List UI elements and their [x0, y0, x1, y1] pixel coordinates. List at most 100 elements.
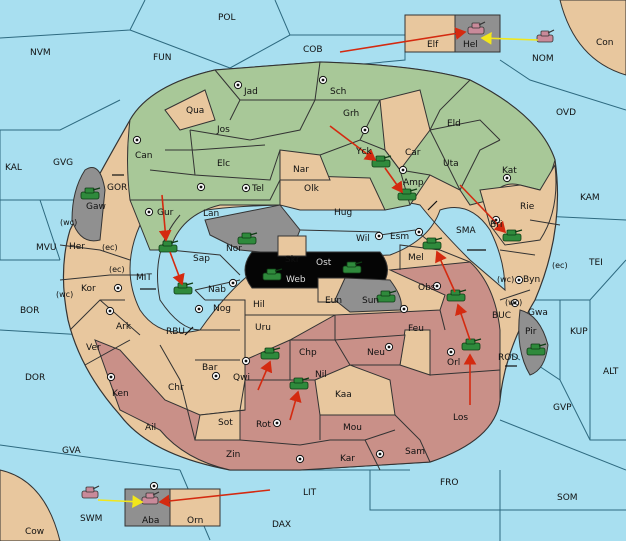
- svg-text:Jos: Jos: [216, 125, 230, 135]
- passages: [112, 174, 517, 367]
- sea-gvg: GVG: [53, 158, 73, 168]
- province-car[interactable]: [379, 89, 431, 171]
- province-nar-olk[interactable]: [279, 149, 331, 181]
- svg-text:Kat: Kat: [502, 166, 517, 176]
- svg-text:Sot: Sot: [218, 418, 233, 428]
- svg-text:Amp: Amp: [403, 178, 424, 188]
- svg-text:(ec): (ec): [552, 261, 568, 270]
- svg-text:Hil: Hil: [253, 300, 265, 310]
- sea-labels: POL NVM FUN COB OVD KAM KAL GVG MVU BOR …: [5, 13, 619, 537]
- svg-text:Nar: Nar: [293, 165, 309, 175]
- sea-kup: KUP: [570, 327, 588, 337]
- svg-text:Hel: Hel: [463, 40, 478, 50]
- sea-lit: LIT: [303, 488, 317, 498]
- svg-text:Bri: Bri: [490, 220, 502, 230]
- svg-text:Wil: Wil: [356, 234, 370, 244]
- svg-text:Nog: Nog: [213, 304, 231, 314]
- svg-text:Esm: Esm: [390, 232, 409, 242]
- svg-text:Sap: Sap: [193, 254, 210, 264]
- svg-text:Lan: Lan: [203, 209, 219, 219]
- sea-som: SOM: [557, 493, 578, 503]
- sea-gor: GOR: [107, 183, 127, 193]
- svg-text:Ver: Ver: [86, 343, 101, 353]
- sea-pol: POL: [218, 13, 236, 23]
- sea-alt: ALT: [603, 367, 619, 377]
- sea-rod: ROD: [498, 353, 518, 363]
- svg-text:Neu: Neu: [367, 348, 385, 358]
- province-labels: Jad Sch Qua Jos Grh Can Elc Nar Tel Olk …: [56, 40, 568, 526]
- svg-text:Skr: Skr: [285, 255, 300, 265]
- svg-text:Ost: Ost: [316, 258, 332, 268]
- svg-text:Feu: Feu: [408, 324, 424, 334]
- sea-dor: DOR: [25, 373, 45, 383]
- svg-text:Eld: Eld: [447, 119, 461, 129]
- province-pir[interactable]: [518, 309, 549, 376]
- province-neu[interactable]: [334, 334, 406, 366]
- svg-text:(wc): (wc): [60, 218, 77, 227]
- svg-text:(wc): (wc): [505, 298, 522, 307]
- province-hug[interactable]: [279, 174, 386, 211]
- svg-text:Eun: Eun: [325, 296, 342, 306]
- svg-text:(wc): (wc): [56, 290, 73, 299]
- province-skr[interactable]: [277, 235, 307, 257]
- sea-mvu: MVU: [36, 243, 57, 253]
- sea-rbu: RBU: [166, 327, 185, 337]
- svg-text:Hug: Hug: [334, 208, 352, 218]
- sea-buc: BUC: [492, 311, 511, 321]
- land-con: Con: [596, 38, 614, 48]
- svg-text:Gaw: Gaw: [86, 202, 106, 212]
- svg-text:Uru: Uru: [255, 323, 271, 333]
- svg-text:Nil: Nil: [315, 370, 327, 380]
- svg-text:Gwa: Gwa: [528, 308, 548, 318]
- sea-kal: KAL: [5, 163, 22, 173]
- svg-text:Byn: Byn: [523, 275, 540, 285]
- support-orders: [97, 31, 539, 508]
- svg-text:Olk: Olk: [304, 184, 320, 194]
- sea-gvp: GVP: [553, 403, 572, 413]
- province-gaw[interactable]: [71, 167, 106, 242]
- svg-text:Zin: Zin: [226, 450, 240, 460]
- province-qua[interactable]: [164, 89, 216, 131]
- sea-sma: SMA: [456, 226, 476, 236]
- svg-text:Pir: Pir: [525, 327, 537, 337]
- land-cow: Cow: [25, 527, 44, 537]
- svg-text:Her: Her: [69, 242, 85, 252]
- svg-text:Chr: Chr: [168, 383, 184, 393]
- svg-text:Los: Los: [453, 413, 468, 423]
- svg-text:(ec): (ec): [102, 243, 118, 252]
- svg-text:Obs: Obs: [418, 283, 436, 293]
- svg-text:Mel: Mel: [408, 253, 424, 263]
- sea-tei: TEI: [588, 258, 603, 268]
- svg-text:Ark: Ark: [116, 322, 132, 332]
- svg-text:(ec): (ec): [109, 265, 125, 274]
- svg-text:Qua: Qua: [186, 106, 204, 116]
- svg-text:Kor: Kor: [81, 284, 96, 294]
- region-south: [94, 261, 501, 471]
- svg-text:Gur: Gur: [157, 208, 174, 218]
- svg-text:Rie: Rie: [520, 202, 535, 212]
- svg-text:Orn: Orn: [187, 516, 203, 526]
- svg-text:Rot: Rot: [256, 420, 271, 430]
- svg-text:Car: Car: [405, 148, 421, 158]
- province-sun[interactable]: [334, 277, 402, 313]
- sea-swm: SWM: [80, 514, 102, 524]
- sea-gva: GVA: [62, 446, 82, 456]
- svg-text:Sun: Sun: [362, 296, 379, 306]
- svg-text:Nor: Nor: [226, 244, 242, 254]
- svg-text:Ail: Ail: [145, 423, 156, 433]
- svg-text:Nab: Nab: [208, 285, 226, 295]
- svg-text:Jad: Jad: [243, 87, 258, 97]
- move-orders: [158, 27, 507, 508]
- province-kaa[interactable]: [314, 364, 396, 416]
- sea-bor: BOR: [20, 306, 39, 316]
- svg-text:Sch: Sch: [330, 87, 346, 97]
- svg-text:Kaa: Kaa: [335, 390, 352, 400]
- sea-nvm: NVM: [30, 48, 51, 58]
- svg-text:Aba: Aba: [142, 516, 159, 526]
- sea-kam: KAM: [580, 193, 600, 203]
- svg-text:Chp: Chp: [299, 348, 317, 358]
- sea-fro: FRO: [440, 478, 459, 488]
- svg-text:Orl: Orl: [447, 358, 460, 368]
